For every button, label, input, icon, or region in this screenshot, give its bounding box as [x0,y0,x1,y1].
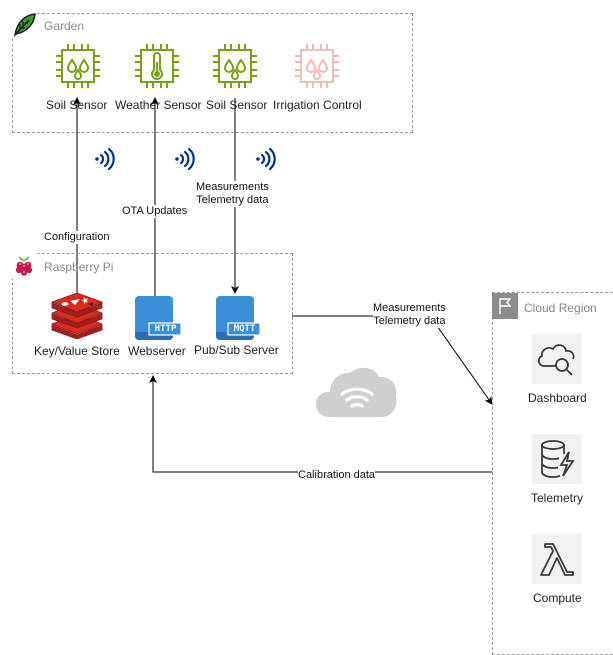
irrigation-control-label: Irrigation Control [273,98,362,112]
http-badge-text: HTTP [154,324,177,334]
cloud-wifi-icon [316,364,398,419]
calibration-edge [149,375,492,473]
leaf-icon [11,12,37,38]
compute-label: Compute [533,591,582,605]
dashboard-label: Dashboard [528,391,587,405]
pubsub-label: Pub/Sub Server [194,343,279,357]
raspberry-pi-group [12,253,293,374]
mqtt-badge-text: MQTT [233,324,256,334]
soil-sensor-2-label: Soil Sensor [206,98,268,112]
lambda-icon[interactable] [532,534,582,584]
soil-sensor-1-icon[interactable] [54,42,102,90]
garden-group-title: Garden [44,19,85,33]
wireless-icon [92,147,116,171]
database-bolt-icon[interactable] [532,434,582,484]
measurements-sensor-label-line2: Telemetry data [196,194,269,206]
mqtt-server-icon[interactable]: MQTT [216,296,262,340]
ota-edge-label: OTA Updates [122,205,188,218]
calibration-edge-label: Calibration data [298,469,376,482]
configuration-edge-label: Configuration [44,231,110,244]
cloud-region-group-title: Cloud Region [524,301,597,315]
measurements-cloud-label-line1: Measurements [373,302,446,314]
measurements-cloud-label: Measurements Telemetry data [373,302,446,328]
soil-sensor-1-label: Soil Sensor [46,98,108,112]
flag-icon [492,293,518,319]
wireless-icon [253,147,277,171]
weather-sensor-label: Weather Sensor [115,98,202,112]
telemetry-label: Telemetry [531,491,584,505]
raspberry-pi-group-title: Raspberry Pi [44,260,114,274]
search-cloud-icon[interactable] [532,334,582,384]
measurements-cloud-label-line2: Telemetry data [373,315,446,327]
irrigation-control-icon[interactable] [293,42,341,90]
webserver-label: Webserver [128,344,186,358]
kv-store-label: Key/Value Store [34,344,120,358]
raspberry-icon [11,253,37,279]
garden-group [12,13,413,133]
measurements-sensor-label: Measurements Telemetry data [196,181,269,207]
soil-sensor-2-icon[interactable] [211,42,259,90]
wireless-icon [172,147,196,171]
weather-sensor-icon[interactable] [133,42,181,90]
http-server-icon[interactable]: HTTP [135,296,181,340]
redis-icon[interactable] [50,293,104,339]
measurements-sensor-label-line1: Measurements [196,181,269,193]
